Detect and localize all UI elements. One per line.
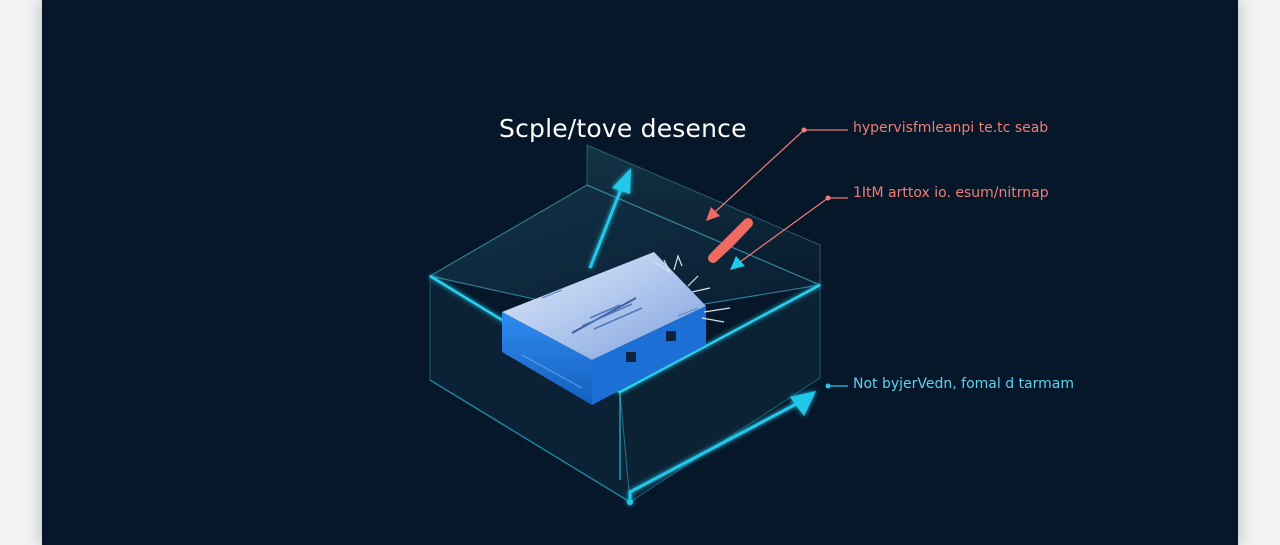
glass-box-bottom-edge — [429, 379, 631, 503]
isometric-diagram — [428, 127, 848, 505]
red-diamond-marker-icon — [708, 218, 753, 263]
callout-label-2: 1ItM arttox io. esum/nitrnap — [853, 185, 1049, 201]
cyan-up-arrow — [588, 168, 631, 269]
callout-label-3: Not byjerVedn, fomal d tarmam — [853, 376, 1074, 392]
callout-leader-3 — [825, 383, 848, 389]
diagram-panel: Scple/tove desence hypervisfmleanpi te.t… — [42, 0, 1238, 545]
router-device-icon — [502, 252, 706, 405]
callout-label-1: hypervisfmleanpi te.tc seab — [853, 120, 1049, 136]
callout-leader-2 — [730, 195, 848, 270]
diagram-title: Scple/tove desence — [499, 114, 747, 143]
cyan-bottom-arrow — [627, 391, 816, 505]
callout-leader-1 — [706, 127, 848, 221]
antenna-lines — [653, 254, 731, 323]
